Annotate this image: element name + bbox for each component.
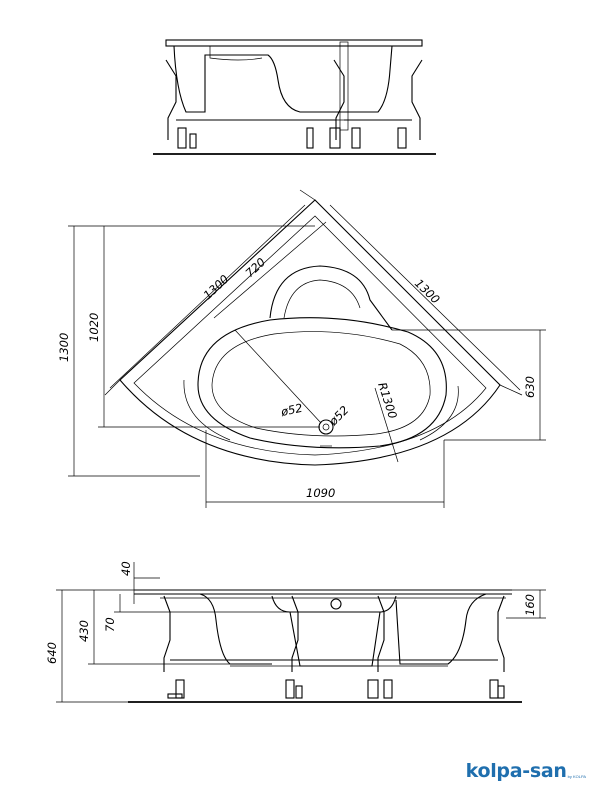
dim-drain-left: ø52	[279, 401, 304, 419]
plan-view: 1300 720 1300 1300 1020 1090 630 R1300 ø…	[57, 189, 546, 508]
dim-height-inner: 1020	[87, 313, 101, 342]
dim-width-basin: 1090	[306, 486, 335, 500]
side-section-view: 40 640 430 70 160	[45, 561, 546, 703]
brand-logo: kolpa-san by KOLPA	[466, 760, 586, 782]
dim-inner-edge: 720	[242, 255, 268, 280]
brand-tagline: by KOLPA	[567, 774, 586, 779]
dim-rim: 40	[119, 561, 133, 576]
dim-right-160: 160	[523, 594, 537, 616]
dim-height-outer: 1300	[57, 333, 71, 362]
dim-total-height: 640	[45, 642, 59, 664]
front-elevation-view	[153, 39, 436, 155]
dim-depth-seat: 630	[523, 376, 537, 398]
dim-depth-430: 430	[77, 620, 91, 642]
dim-drain-right: ø52	[326, 403, 352, 429]
brand-name: kolpa-san	[465, 760, 567, 782]
dim-depth-70: 70	[103, 617, 117, 632]
